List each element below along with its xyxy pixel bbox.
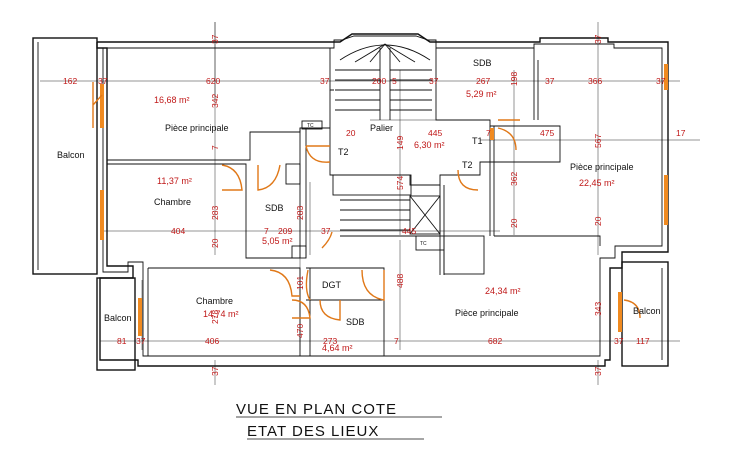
dim-37: 37	[656, 76, 666, 86]
dim-488: 488	[395, 274, 405, 288]
dim-17: 17	[676, 128, 686, 138]
dim-37: 37	[545, 76, 555, 86]
room-piece-bottom: Pièce principale	[455, 308, 519, 318]
dim-5: 5	[392, 76, 397, 86]
dim-37: 37	[136, 336, 146, 346]
area-chambre-left: 11,37 m²	[157, 176, 192, 186]
dim-445: 445	[428, 128, 442, 138]
area-chambre-bottom: 14,74 m²	[203, 309, 239, 319]
title-line-1: VUE EN PLAN COTE	[236, 401, 397, 418]
dim-475: 475	[540, 128, 554, 138]
area-sdb-left: 5,05 m²	[262, 236, 293, 246]
dimensions: 162 37 620 37 200 5 37 267 37 366 37 37 …	[63, 34, 686, 376]
room-areas: 16,68 m² 11,37 m² 5,05 m² 6,30 m² 5,29 m…	[154, 89, 615, 353]
dim-445: 445	[402, 226, 416, 236]
dim-267: 267	[476, 76, 490, 86]
area-palier: 6,30 m²	[414, 140, 445, 150]
dim-37: 37	[320, 76, 330, 86]
room-piece-right: Pièce principale	[570, 162, 634, 172]
dim-682: 682	[488, 336, 502, 346]
dim-37: 37	[593, 34, 603, 44]
label-tc: TC	[420, 241, 427, 247]
area-sdb-top: 5,29 m²	[466, 89, 497, 99]
dim-117: 117	[636, 336, 650, 346]
dim-37: 37	[210, 34, 220, 44]
room-t1: T1	[472, 136, 483, 146]
room-chambre-bottom: Chambre	[196, 296, 233, 306]
dim-101: 101	[295, 276, 305, 290]
dim-162: 162	[63, 76, 77, 86]
area-sdb-bottom: 4,64 m²	[322, 343, 353, 353]
dim-342: 342	[210, 94, 220, 108]
dim-7: 7	[394, 336, 399, 346]
dim-37: 37	[593, 366, 603, 376]
dim-37: 37	[210, 366, 220, 376]
dim-37: 37	[321, 226, 331, 236]
area-piece-top-left: 16,68 m²	[154, 95, 190, 105]
room-balcon-left: Balcon	[57, 150, 85, 160]
room-t2-left: T2	[338, 147, 349, 157]
dim-81: 81	[117, 336, 127, 346]
doors-windows	[92, 64, 668, 336]
dim-20: 20	[593, 216, 603, 226]
room-balcon-bottom-left: Balcon	[104, 313, 132, 323]
room-piece-top-left: Pièce principale	[165, 123, 229, 133]
dim-37: 37	[98, 76, 108, 86]
dim-7: 7	[210, 145, 220, 150]
room-palier: Palier	[370, 123, 393, 133]
area-piece-right: 22,45 m²	[579, 178, 615, 188]
dim-149: 149	[395, 136, 405, 150]
plan-title: VUE EN PLAN COTE ETAT DES LIEUX	[236, 401, 442, 440]
room-t2-right: T2	[462, 160, 473, 170]
dim-37: 37	[429, 76, 439, 86]
dim-20: 20	[509, 218, 519, 228]
dim-37: 37	[614, 336, 624, 346]
room-sdb-left: SDB	[265, 203, 284, 213]
dim-406: 406	[205, 336, 219, 346]
dim-278: 278	[210, 310, 220, 324]
dim-7: 7	[486, 128, 491, 138]
dim-198: 198	[509, 72, 519, 86]
room-balcon-bottom-right: Balcon	[633, 306, 661, 316]
label-tc: TC	[307, 123, 314, 129]
dim-404: 404	[171, 226, 185, 236]
room-chambre-left: Chambre	[154, 197, 191, 207]
room-labels: Balcon Pièce principale Chambre SDB Pali…	[57, 58, 661, 327]
dim-362: 362	[509, 172, 519, 186]
dim-200: 200	[372, 76, 386, 86]
dim-273: 273	[323, 336, 337, 346]
dim-20: 20	[210, 238, 220, 248]
staircase	[335, 43, 432, 231]
area-piece-bottom: 24,34 m²	[485, 286, 521, 296]
dim-283: 283	[210, 206, 220, 220]
room-dgt: DGT	[322, 280, 342, 290]
dim-209: 209	[278, 226, 292, 236]
dim-343: 343	[593, 302, 603, 316]
title-line-2: ETAT DES LIEUX	[247, 423, 379, 440]
dim-7: 7	[264, 226, 269, 236]
room-sdb-bottom: SDB	[346, 317, 365, 327]
dim-470: 470	[295, 324, 305, 338]
room-sdb-top: SDB	[473, 58, 492, 68]
dim-366: 366	[588, 76, 602, 86]
dim-283: 283	[295, 206, 305, 220]
dim-574: 574	[395, 176, 405, 190]
dim-20: 20	[346, 128, 356, 138]
dim-567: 567	[593, 134, 603, 148]
dim-620: 620	[206, 76, 220, 86]
